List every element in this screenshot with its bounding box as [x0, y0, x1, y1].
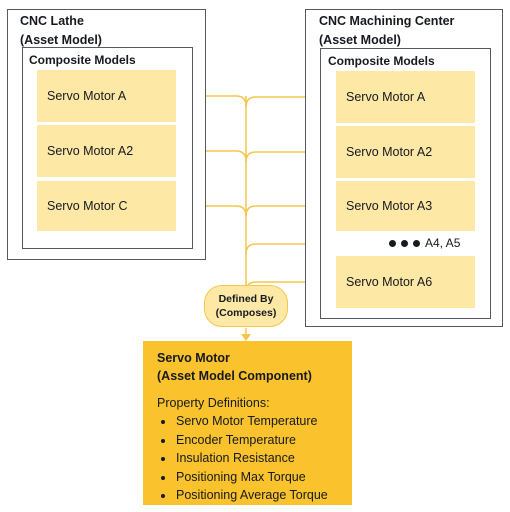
- relation-line1: Defined By: [218, 293, 274, 305]
- ellipsis-dot-icon: [389, 239, 396, 247]
- relation-line2: (Composes): [215, 307, 277, 319]
- left-model-title: CNC Lathe (Asset Model): [20, 14, 102, 47]
- ellipsis-dot-icon: [413, 239, 420, 247]
- right-ellipsis: A4, A5: [389, 236, 460, 250]
- property-item: Encoder Temperature: [175, 431, 338, 450]
- component-title: Servo Motor (Asset Model Component): [157, 351, 312, 383]
- property-header: Property Definitions:: [157, 396, 270, 410]
- property-item: Positioning Max Torque: [175, 468, 338, 487]
- relation-pill: Defined By (Composes): [204, 285, 288, 327]
- arrow-head: [241, 334, 251, 341]
- right-model-title: CNC Machining Center (Asset Model): [319, 14, 455, 47]
- right-motor-a: Servo Motor A: [336, 71, 475, 123]
- ellipsis-dot-icon: [401, 239, 408, 247]
- left-motor-a2: Servo Motor A2: [37, 125, 176, 177]
- right-motor-a6: Servo Motor A6: [336, 256, 475, 308]
- left-composite-title: Composite Models: [29, 53, 136, 67]
- ellipsis-label: A4, A5: [425, 236, 461, 250]
- property-item: Servo Motor Temperature: [175, 412, 338, 431]
- servo-motor-component: Servo Motor (Asset Model Component) Prop…: [143, 341, 352, 505]
- left-motor-c: Servo Motor C: [37, 181, 176, 231]
- right-motor-a2: Servo Motor A2: [336, 126, 475, 178]
- right-motor-a3: Servo Motor A3: [336, 181, 475, 231]
- property-item: Positioning Average Torque: [175, 486, 338, 505]
- left-motor-a: Servo Motor A: [37, 70, 176, 122]
- right-composite-title: Composite Models: [328, 54, 435, 68]
- property-item: Insulation Resistance: [175, 449, 338, 468]
- property-list: Servo Motor Temperature Encoder Temperat…: [157, 412, 338, 505]
